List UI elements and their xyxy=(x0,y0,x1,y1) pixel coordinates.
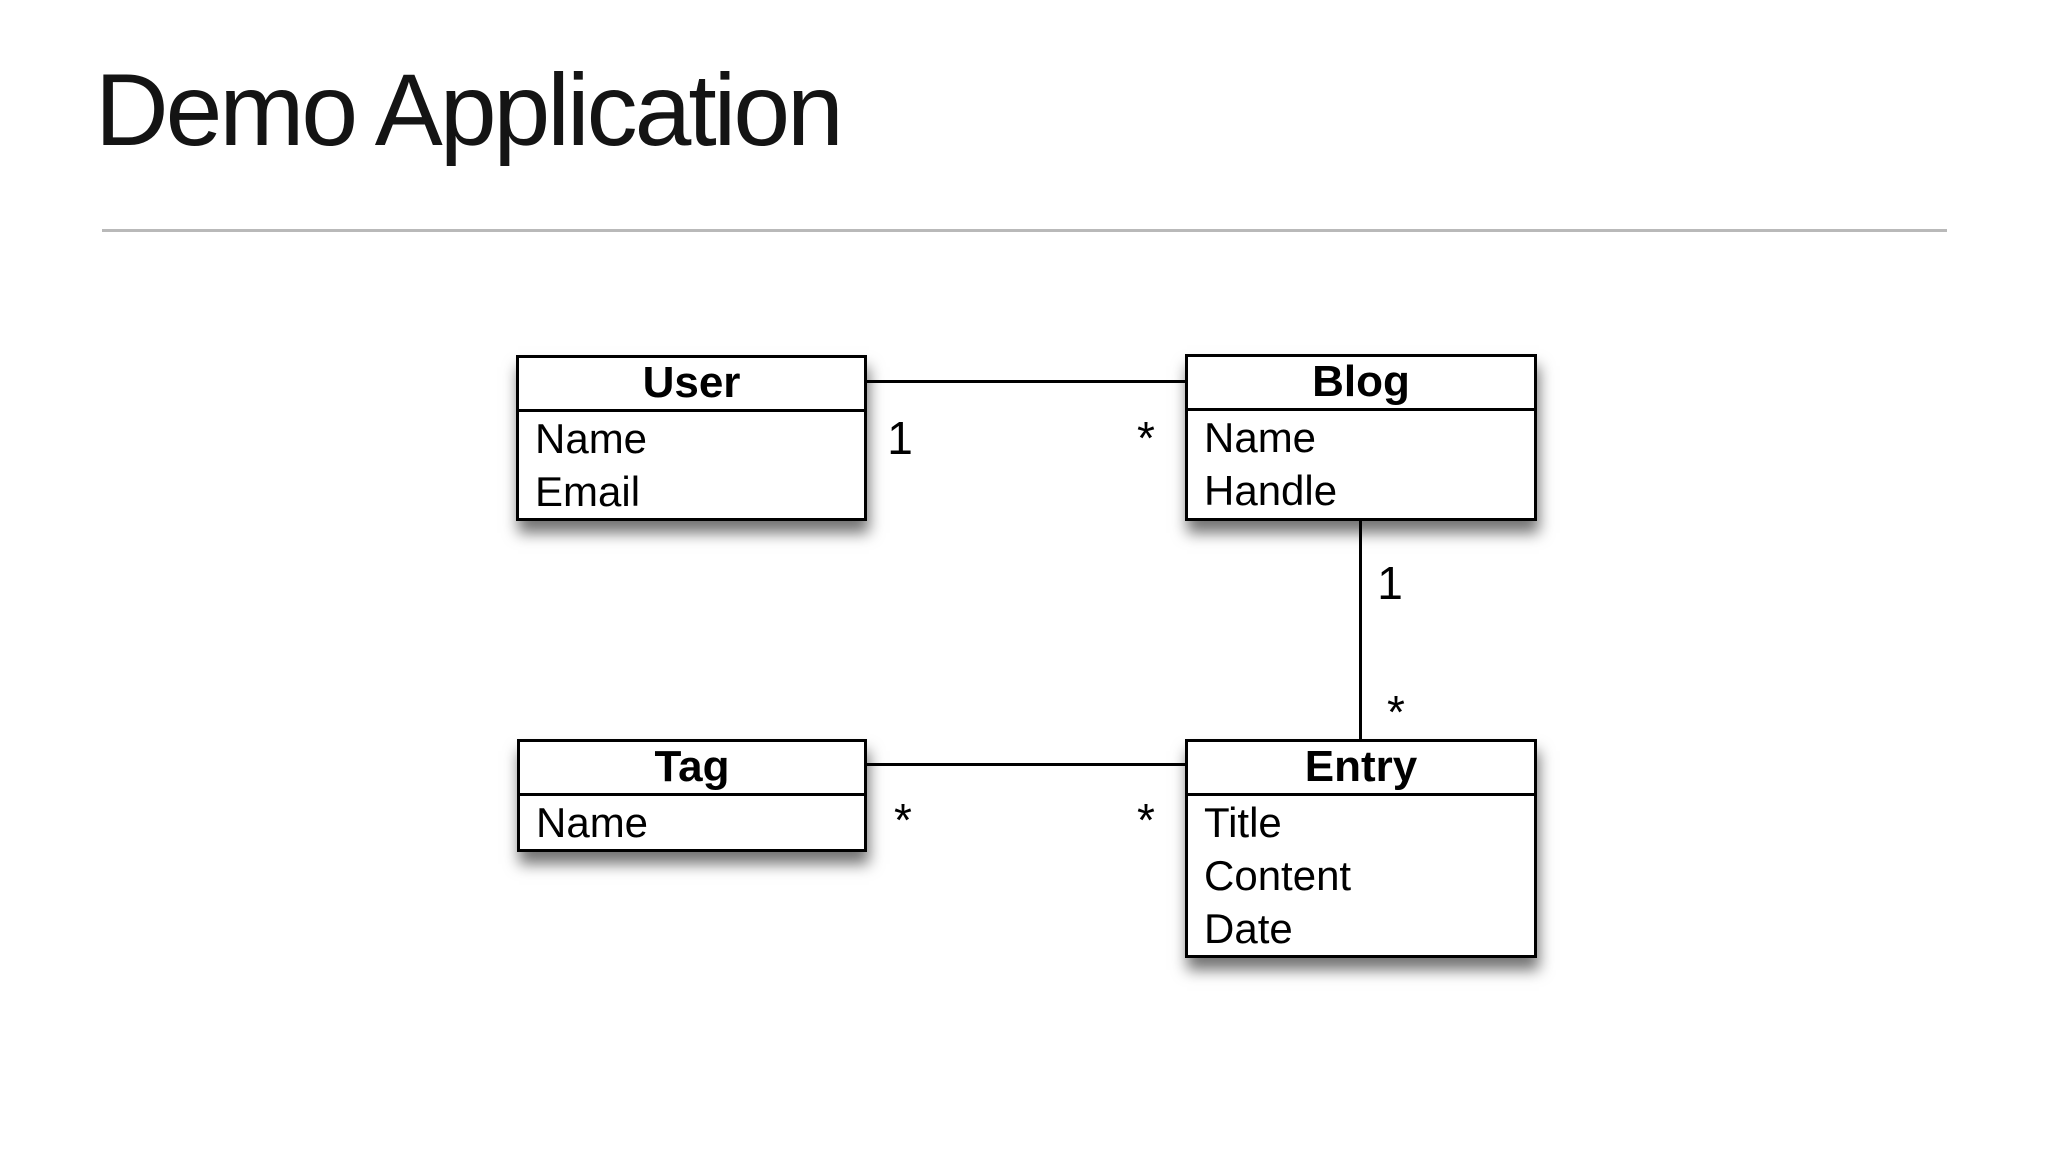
entity-tag-title: Tag xyxy=(520,742,864,796)
entity-user-attr-email: Email xyxy=(535,468,641,515)
entity-entry-title: Entry xyxy=(1188,742,1534,796)
entity-user-title: User xyxy=(519,358,864,412)
connector-user-blog xyxy=(864,380,1188,383)
entity-blog-attr-handle: Handle xyxy=(1204,467,1338,514)
cardinality-user-blog-near-blog: * xyxy=(1137,412,1155,464)
cardinality-blog-entry-near-entry: * xyxy=(1387,686,1405,738)
entity-tag-attr-name: Name xyxy=(536,799,649,846)
entity-entry-attr-title: Title xyxy=(1204,799,1282,846)
entity-tag: Tag Name xyxy=(517,739,867,852)
connector-tag-entry xyxy=(864,763,1188,766)
entity-user: User Name Email xyxy=(516,355,867,521)
entity-user-attr-name: Name xyxy=(535,415,648,462)
cardinality-tag-entry-near-tag: * xyxy=(894,794,912,846)
cardinality-tag-entry-near-entry: * xyxy=(1137,794,1155,846)
entity-entry-attr-content: Content xyxy=(1204,852,1352,899)
entity-blog: Blog Name Handle xyxy=(1185,354,1537,521)
entity-blog-title: Blog xyxy=(1188,357,1534,411)
cardinality-blog-entry-near-blog: 1 xyxy=(1377,557,1403,609)
entity-blog-attr-name: Name xyxy=(1204,414,1317,461)
entity-entry: Entry Title Content Date xyxy=(1185,739,1537,958)
title-divider xyxy=(102,229,1947,232)
cardinality-user-blog-near-user: 1 xyxy=(887,412,913,464)
entity-entry-attr-date: Date xyxy=(1204,905,1293,952)
connector-blog-entry xyxy=(1359,518,1362,742)
slide-title: Demo Application xyxy=(95,53,844,167)
